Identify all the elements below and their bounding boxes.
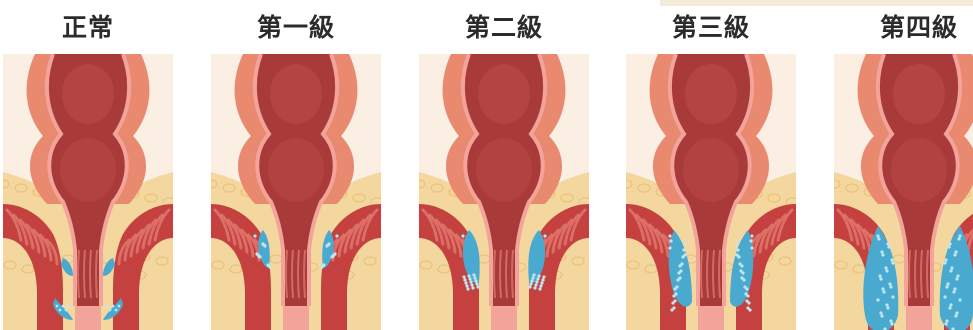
stage-panel-3: 第三級 (626, 0, 796, 330)
anal-canal-cross-section (834, 54, 973, 330)
anal-canal-cross-section (3, 54, 173, 330)
anal-canal-cross-section (419, 54, 589, 330)
anal-canal-illustration (211, 54, 381, 330)
anal-canal-cross-section (211, 54, 381, 330)
stage-title: 第二級 (419, 10, 589, 46)
anal-canal-illustration (3, 54, 173, 330)
stage-title: 正常 (3, 10, 173, 46)
stage-panel-2: 第二級 (419, 0, 589, 330)
stage-panel-0: 正常 (3, 0, 173, 330)
anal-canal-cross-section (626, 54, 796, 330)
stage-title: 第三級 (626, 10, 796, 46)
stage-title: 第四級 (834, 10, 973, 46)
stage-title: 第一級 (211, 10, 381, 46)
anal-canal-illustration (419, 54, 589, 330)
stage-panel-1: 第一級 (211, 0, 381, 330)
anal-canal-illustration (834, 54, 973, 330)
stage-panel-4: 第四級 (834, 0, 973, 330)
anal-canal-illustration (626, 54, 796, 330)
